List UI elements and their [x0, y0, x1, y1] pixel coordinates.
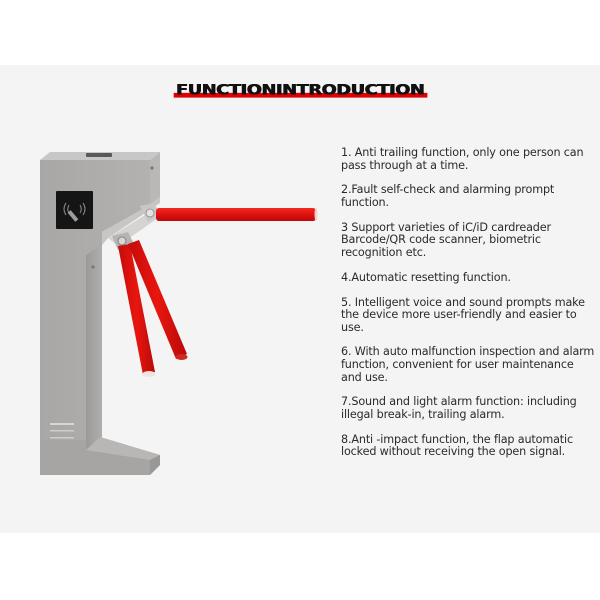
feature-item: 6. With auto malfunction inspection and … [341, 345, 595, 384]
turnstile-illustration [40, 152, 318, 475]
feature-item: 5. Intelligent voice and sound prompts m… [341, 295, 585, 334]
turnstile-arm-lower-left [118, 244, 156, 377]
turnstile-arm-horizontal [156, 208, 318, 221]
page-title: FUNCTIONINTRODUCTION [173, 81, 427, 99]
turnstile-top [40, 152, 160, 160]
heading-container: FUNCTIONINTRODUCTION [0, 80, 600, 99]
feature-item: 3 Support varieties of iC/iD cardreader … [341, 220, 551, 259]
feature-item: 1. Anti trailing function, only one pers… [341, 146, 584, 172]
rfid-card-icon [56, 191, 93, 229]
turnstile-arm-lower-right [128, 240, 188, 360]
feature-item: 4.Automatic resetting function. [341, 270, 511, 284]
feature-list: 1. Anti trailing function, only one pers… [341, 146, 596, 471]
turnstile-hub [108, 203, 160, 250]
feature-item: 2.Fault self-check and alarming prompt f… [341, 183, 555, 209]
turnstile-body [40, 152, 160, 475]
feature-item: 8.Anti -impact function, the flap automa… [341, 432, 573, 459]
feature-item: 7.Sound and light alarm function: includ… [341, 395, 577, 422]
